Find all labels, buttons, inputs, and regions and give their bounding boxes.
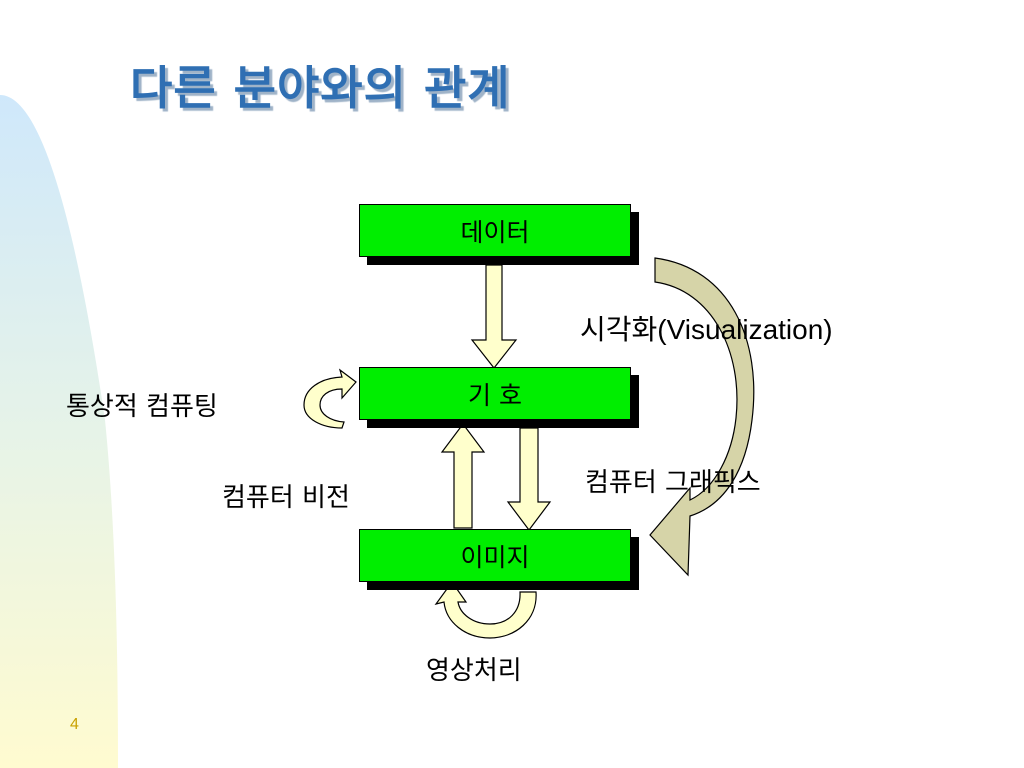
box-symbol: 기 호 xyxy=(359,367,631,420)
box-image: 이미지 xyxy=(359,529,631,582)
label-ordinary-computing: 통상적 컴퓨팅 xyxy=(66,392,218,422)
loop-arrow-ordinary-computing xyxy=(303,368,357,429)
label-visualization: 시각화(Visualization) xyxy=(580,314,833,345)
curved-arrow-visualization xyxy=(649,257,755,577)
label-image-processing: 영상처리 xyxy=(426,656,522,686)
arrow-image-to-symbol xyxy=(440,423,486,529)
box-data: 데이터 xyxy=(359,204,631,257)
arrow-data-to-symbol xyxy=(470,264,518,369)
arrow-symbol-to-image xyxy=(506,427,552,531)
page-number: 4 xyxy=(70,716,79,733)
label-computer-vision: 컴퓨터 비전 xyxy=(222,483,350,513)
slide-title: 다른 분야와의 관계 xyxy=(130,61,511,115)
loop-arrow-image-processing xyxy=(434,580,537,639)
label-computer-graphics: 컴퓨터 그래픽스 xyxy=(585,468,761,498)
